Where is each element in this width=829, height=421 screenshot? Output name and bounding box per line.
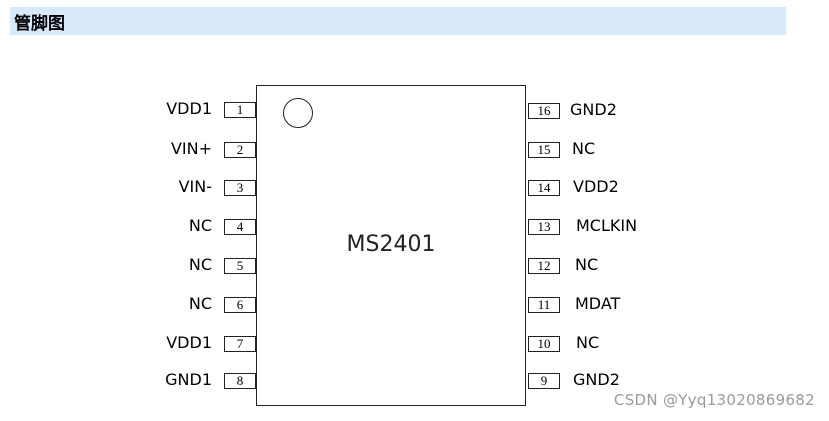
left-pin-number: 1 (224, 102, 256, 118)
section-heading: 管脚图 (14, 14, 65, 34)
left-pin-number: 7 (224, 336, 256, 352)
left-pin-label: VDD1 (166, 333, 212, 352)
left-pin-label: VDD1 (166, 99, 212, 118)
section-heading-bar: 管脚图 (10, 7, 786, 35)
right-pin-number: 15 (528, 142, 560, 158)
left-pin-label: NC (188, 294, 212, 313)
left-pin-number: 2 (224, 142, 256, 158)
left-pin-label: VIN- (178, 177, 212, 196)
right-pin-number: 16 (528, 103, 560, 119)
right-pin-label: GND2 (573, 370, 620, 389)
right-pin-number: 13 (528, 219, 560, 235)
left-pin-label: VIN+ (170, 139, 212, 158)
pin1-marker-dot (283, 98, 313, 128)
left-pin-number: 8 (224, 373, 256, 389)
right-pin-number: 14 (528, 180, 560, 196)
right-pin-number: 10 (528, 336, 560, 352)
right-pin-label: GND2 (570, 100, 617, 119)
left-pin-label: NC (188, 255, 212, 274)
right-pin-label: NC (572, 139, 596, 158)
right-pin-number: 12 (528, 258, 560, 274)
right-pin-number: 9 (528, 373, 560, 389)
right-pin-number: 11 (528, 297, 560, 313)
chip-name: MS2401 (346, 232, 436, 257)
right-pin-label: NC (575, 255, 599, 274)
right-pin-label: MDAT (575, 294, 621, 313)
right-pin-label: NC (576, 333, 600, 352)
watermark: CSDN @Yyq13020869682 (613, 391, 815, 409)
right-pin-label: VDD2 (573, 177, 619, 196)
left-pin-label: GND1 (165, 370, 212, 389)
left-pin-number: 5 (224, 258, 256, 274)
right-pin-label: MCLKIN (576, 216, 638, 235)
left-pin-number: 6 (224, 297, 256, 313)
left-pin-label: NC (188, 216, 212, 235)
chip-package: MS2401 (256, 85, 526, 406)
left-pin-number: 4 (224, 219, 256, 235)
left-pin-number: 3 (224, 180, 256, 196)
